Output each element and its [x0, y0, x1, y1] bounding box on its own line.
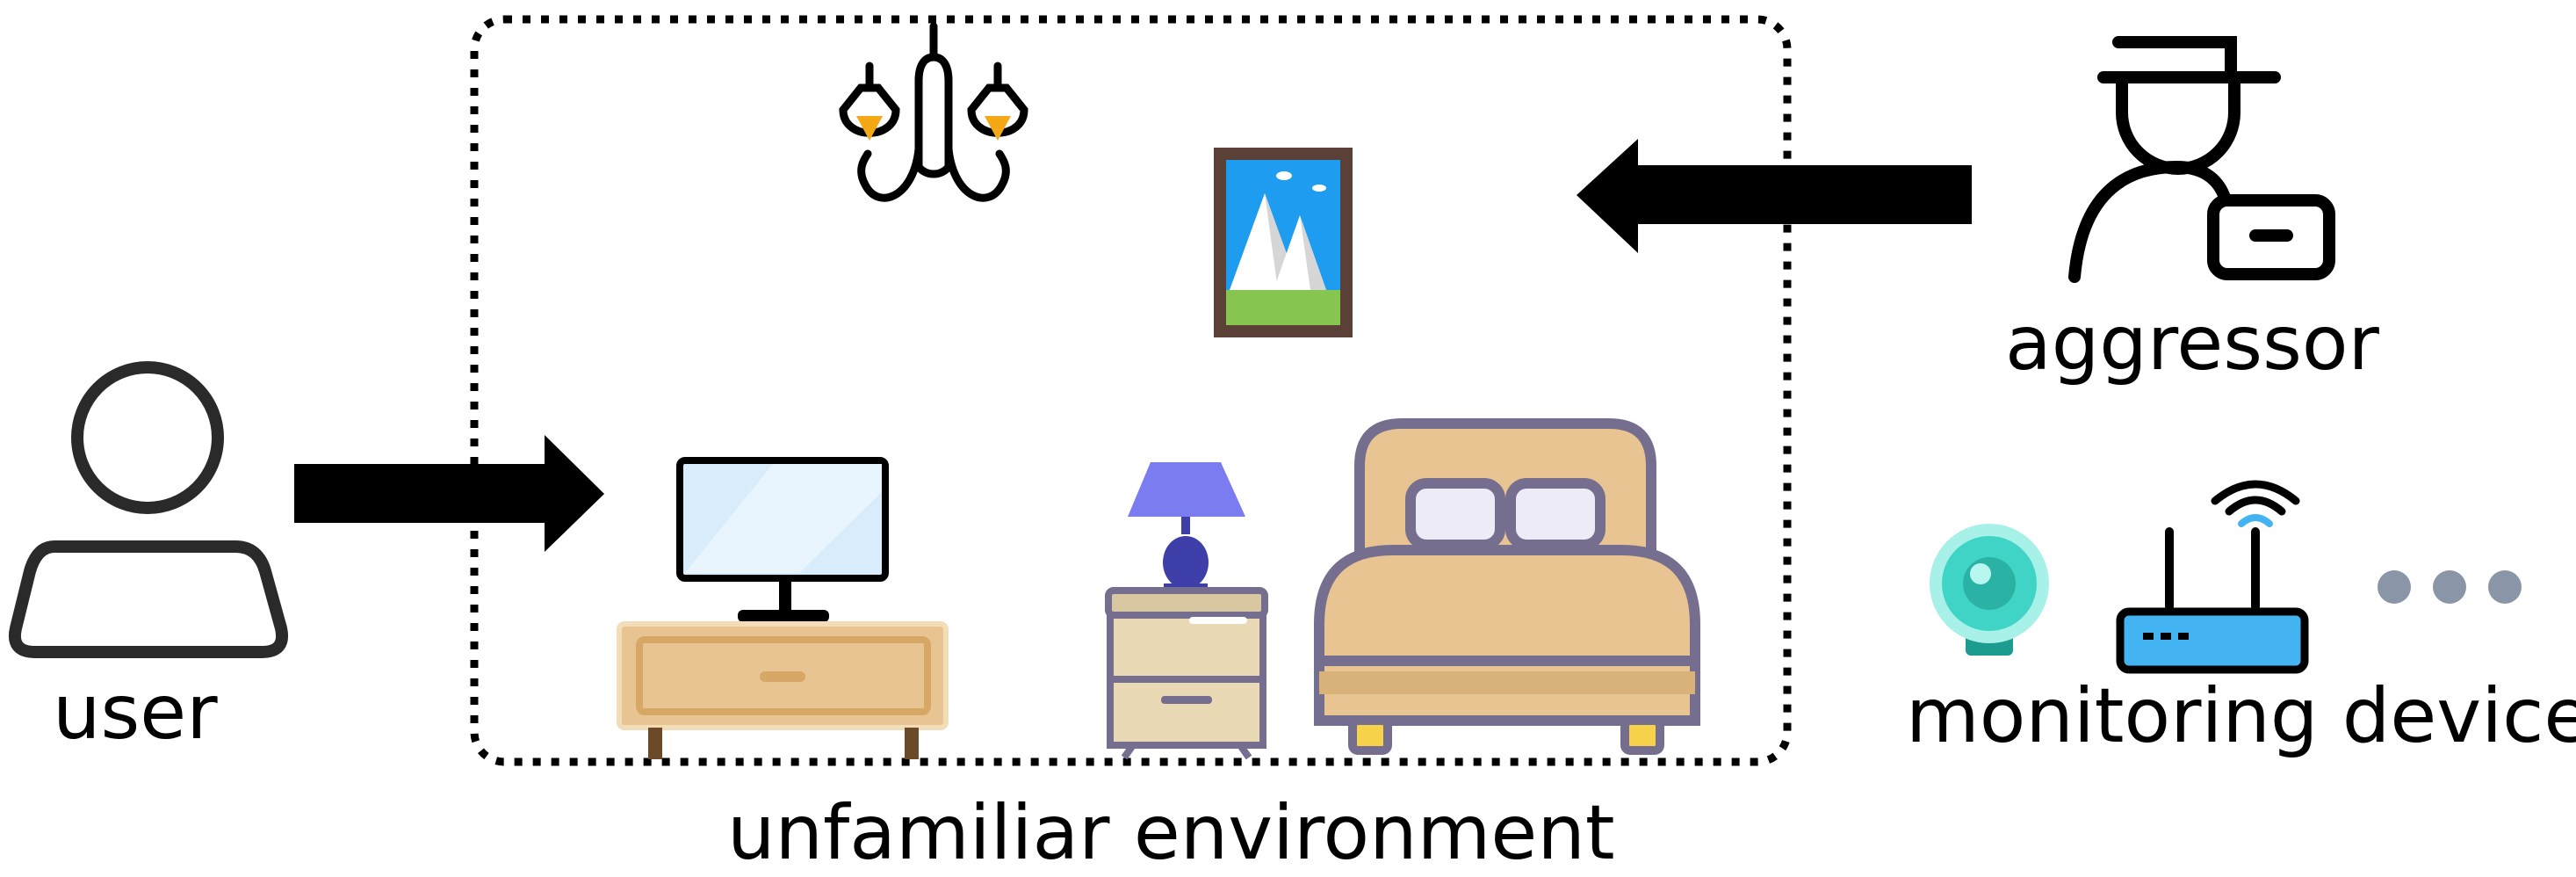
- user-label: user: [53, 669, 218, 757]
- chandelier-icon: [839, 22, 1028, 202]
- monitoring-devices-label: monitoring devices: [1906, 672, 2576, 760]
- bed-icon: [1314, 418, 1700, 755]
- router-icon: [2116, 480, 2309, 674]
- environment-boundary: [470, 15, 1792, 766]
- environment-label: unfamiliar environment: [727, 789, 1615, 877]
- nightstand-lamp-icon: [1105, 462, 1268, 760]
- tv-stand-icon: [617, 457, 949, 759]
- arrow-user-to-environment: [294, 435, 604, 552]
- aggressor-icon: [2068, 36, 2335, 283]
- arrow-aggressor-to-environment: [1577, 139, 1972, 253]
- aggressor-label: aggressor: [2005, 300, 2379, 388]
- picture-frame-icon: [1214, 148, 1353, 337]
- user-icon: [9, 361, 288, 658]
- camera-icon: [1930, 524, 2049, 656]
- ellipsis-icon: [2378, 570, 2522, 604]
